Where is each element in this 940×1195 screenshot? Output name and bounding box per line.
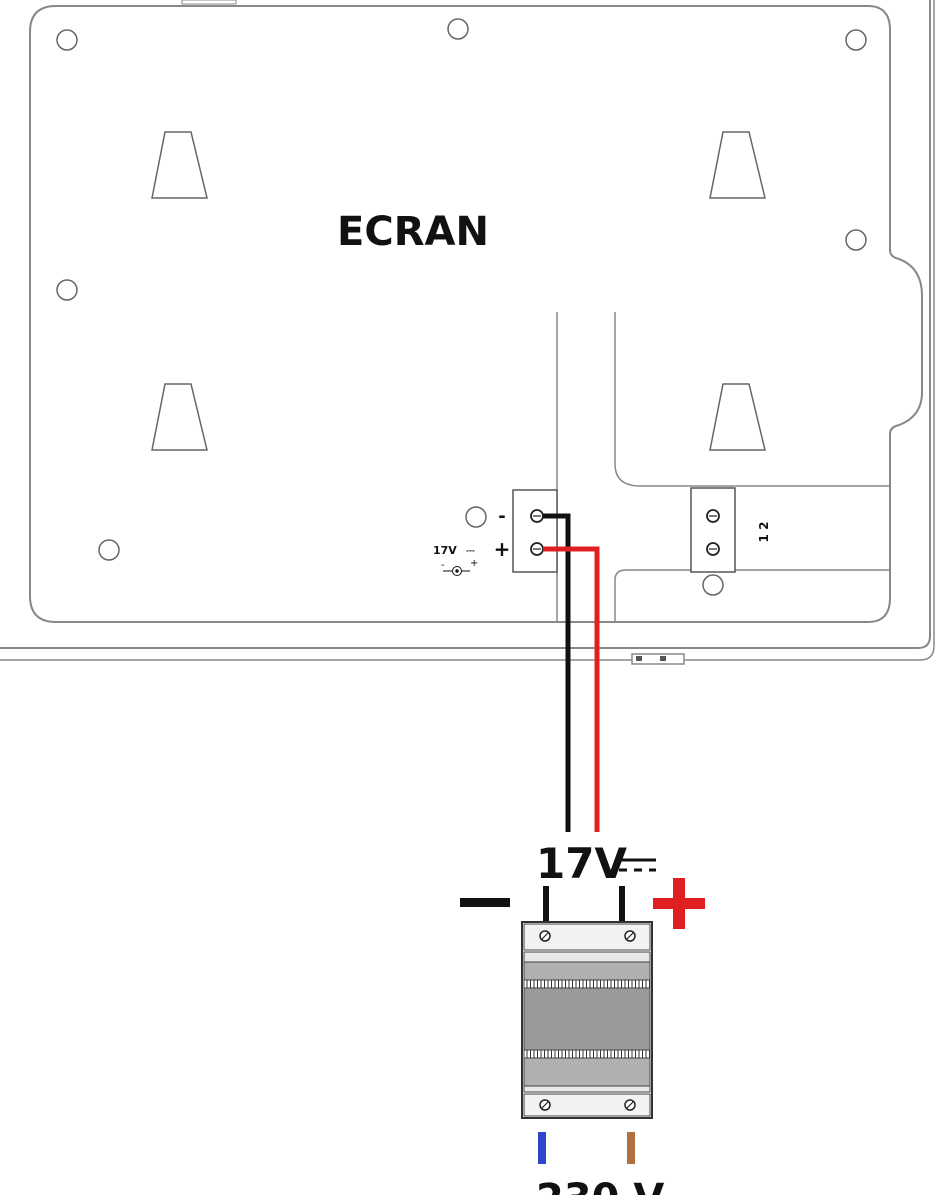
keyhole-slot	[151, 131, 208, 199]
keyhole-slot	[151, 383, 208, 451]
terminal-voltage-label: 17V	[433, 544, 457, 557]
mounting-hole	[845, 29, 867, 51]
polarity-plus-label: +	[470, 558, 478, 569]
keyhole-slots	[151, 131, 766, 451]
keyhole-slot	[709, 383, 766, 451]
supply-minus-symbol	[460, 898, 510, 907]
mains-lead-live	[627, 1132, 635, 1164]
screen-title: ECRAN	[337, 209, 489, 255]
terminal-block-body	[512, 489, 558, 573]
aux-terminal-label: 1 2	[757, 522, 771, 543]
terminal-plus-label: +	[494, 537, 511, 561]
wire-negative	[543, 513, 571, 832]
supply-lead-negative	[543, 886, 549, 922]
screen-housing	[0, 0, 935, 665]
mounting-hole	[98, 539, 120, 561]
supply-vents	[526, 980, 650, 1058]
dc-symbol-icon	[619, 858, 656, 872]
mounting-hole	[702, 574, 724, 596]
supply-lead-positive	[619, 886, 625, 922]
supply-plus-symbol	[653, 878, 705, 929]
polarity-minus-label: -	[441, 560, 445, 571]
mounting-hole	[56, 29, 78, 51]
mains-lead-neutral	[538, 1132, 546, 1164]
mounting-hole	[845, 229, 867, 251]
polarity-jack-icon	[443, 566, 470, 576]
mounting-hole	[56, 279, 78, 301]
aux-terminal-body	[690, 487, 736, 573]
power-supply-module	[521, 921, 653, 1119]
terminal-dc-symbol: ⎓	[466, 544, 475, 557]
supply-output-voltage: 17V	[536, 839, 627, 888]
wire-positive	[543, 546, 600, 832]
keyhole-slot	[709, 131, 766, 199]
aux-terminal-block	[690, 487, 736, 573]
mounting-holes	[56, 18, 867, 596]
mounting-hole	[465, 506, 487, 528]
supply-input-voltage: 230 V ~	[536, 1176, 712, 1195]
screen-back-plate	[29, 5, 923, 623]
mounting-hole	[447, 18, 469, 40]
terminal-minus-label: -	[498, 506, 505, 527]
power-terminal-block	[512, 489, 558, 573]
